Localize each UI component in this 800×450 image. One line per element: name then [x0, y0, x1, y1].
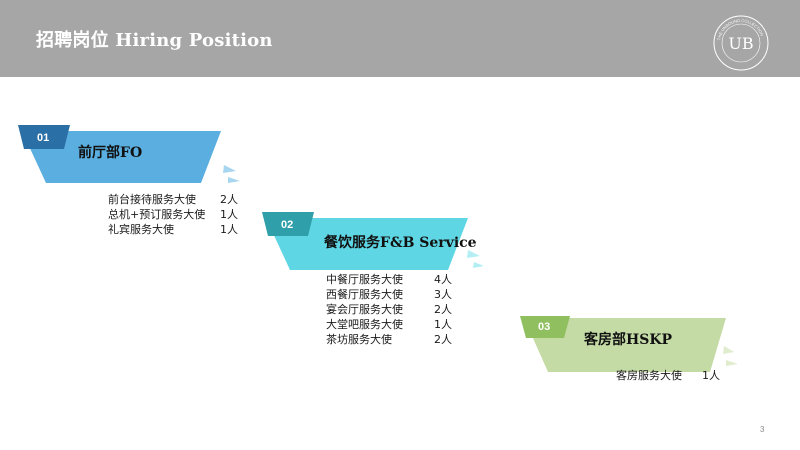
list-item: 茶坊服务大使 2人: [326, 332, 452, 347]
section-number: 02: [281, 219, 294, 231]
section-number: 01: [37, 132, 50, 144]
list-item: 西餐厅服务大使 3人: [326, 287, 452, 302]
list-item: 大堂吧服务大使 1人: [326, 317, 452, 332]
headcount: 1人: [702, 369, 720, 382]
role-name: 礼宾服务大使: [108, 223, 174, 236]
section-title: 前厅部FO: [78, 145, 143, 161]
role-name: 大堂吧服务大使: [326, 318, 403, 331]
list-item: 礼宾服务大使 1人: [108, 222, 238, 237]
section-front-office: 01 前厅部FO 前台接待服务大使 2人 总机+预订服务大使 1人 礼宾服务大使…: [18, 125, 248, 237]
role-name: 西餐厅服务大使: [326, 288, 403, 301]
headcount: 2人: [434, 303, 452, 316]
svg-text:UB: UB: [728, 34, 753, 53]
role-name: 总机+预订服务大使: [108, 208, 206, 221]
role-name: 客房服务大使: [616, 369, 682, 382]
headcount: 2人: [434, 333, 452, 346]
list-item: 总机+预订服务大使 1人: [108, 207, 238, 222]
headcount: 4人: [434, 273, 452, 286]
brand-logo-icon: UB THE UNBOUND COLLECTION: [713, 15, 769, 71]
section-banner: [262, 212, 484, 270]
headcount: 1人: [220, 223, 238, 236]
section-food-beverage: 02 餐饮服务F&B Service 中餐厅服务大使 4人 西餐厅服务大使 3人…: [262, 212, 487, 352]
headcount: 1人: [220, 208, 238, 221]
position-list: 中餐厅服务大使 4人 西餐厅服务大使 3人 宴会厅服务大使 2人 大堂吧服务大使…: [326, 272, 452, 347]
list-item: 中餐厅服务大使 4人: [326, 272, 452, 287]
section-banner: [520, 316, 738, 372]
position-list: 客房服务大使 1人: [616, 368, 720, 383]
page-number: 3: [760, 425, 765, 434]
role-name: 茶坊服务大使: [326, 333, 392, 346]
section-title: 客房部HSKP: [584, 332, 673, 348]
section-number: 03: [538, 321, 551, 333]
section-housekeeping: 03 客房部HSKP 客房服务大使 1人: [520, 316, 750, 396]
role-name: 中餐厅服务大使: [326, 273, 403, 286]
headcount: 2人: [220, 193, 238, 206]
section-title: 餐饮服务F&B Service: [324, 235, 477, 251]
headcount: 3人: [434, 288, 452, 301]
list-item: 客房服务大使 1人: [616, 368, 720, 383]
headcount: 1人: [434, 318, 452, 331]
list-item: 前台接待服务大使 2人: [108, 192, 238, 207]
role-name: 前台接待服务大使: [108, 193, 196, 206]
role-name: 宴会厅服务大使: [326, 303, 403, 316]
position-list: 前台接待服务大使 2人 总机+预订服务大使 1人 礼宾服务大使 1人: [108, 192, 238, 237]
list-item: 宴会厅服务大使 2人: [326, 302, 452, 317]
page-title: 招聘岗位 Hiring Position: [36, 30, 273, 51]
title-bar: 招聘岗位 Hiring Position UB THE UNBOUND COLL…: [0, 0, 800, 77]
section-banner: [18, 125, 240, 183]
